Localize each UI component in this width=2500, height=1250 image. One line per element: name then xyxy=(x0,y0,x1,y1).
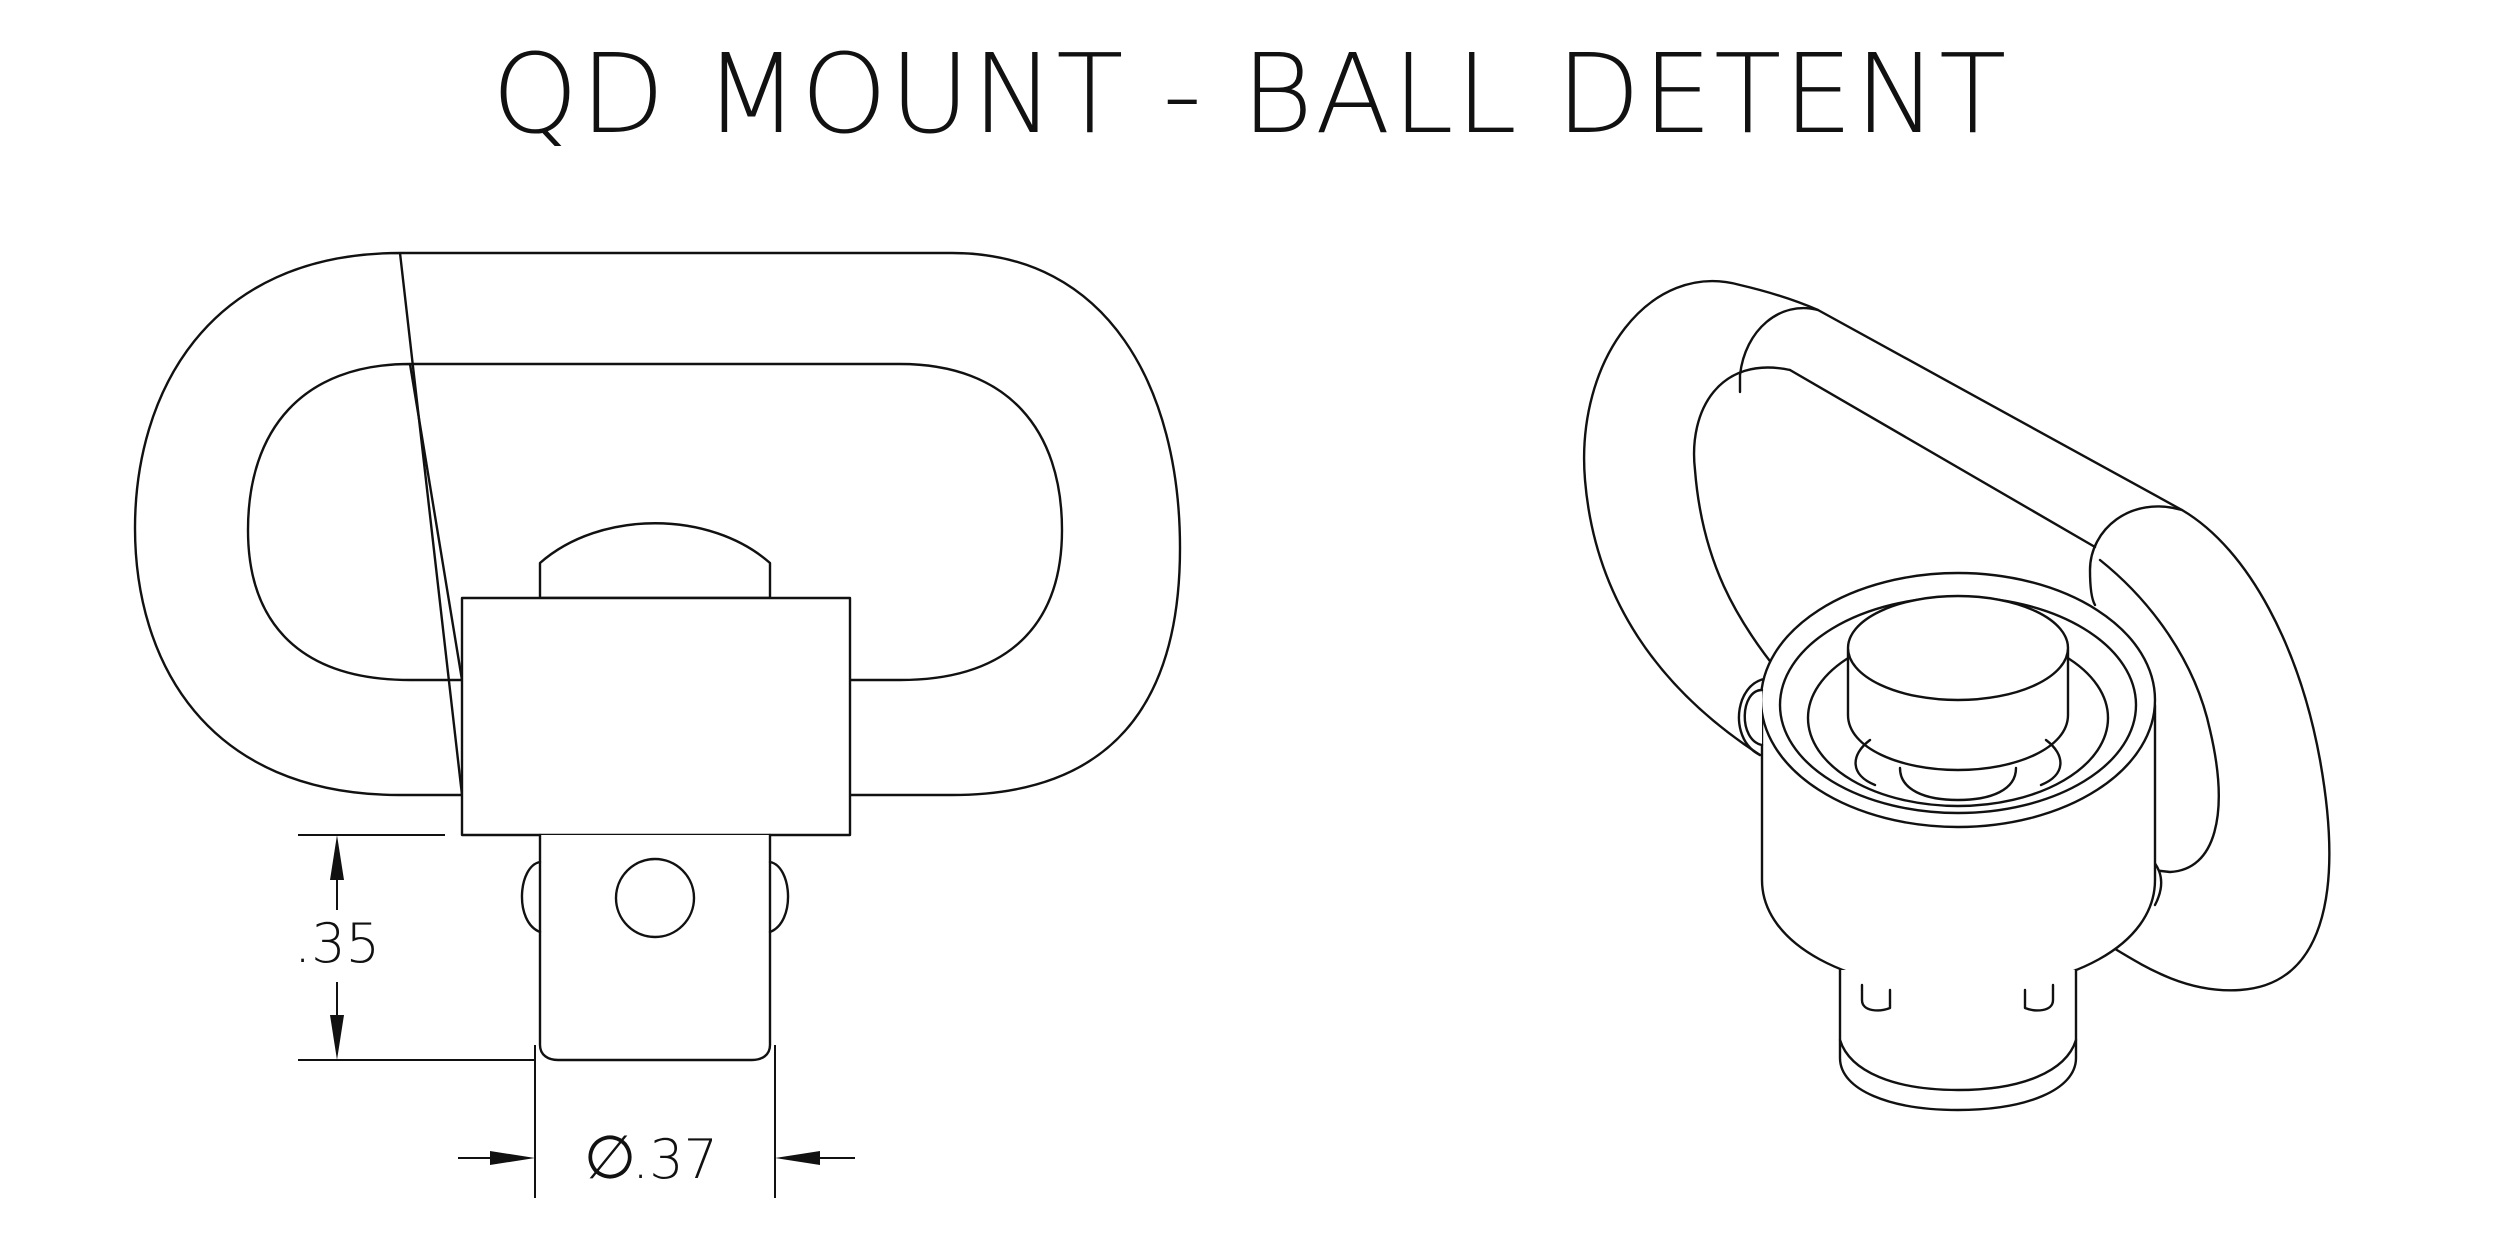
front-view: .35 ∅ .37 xyxy=(133,251,1182,1198)
height-dimension: .35 xyxy=(294,834,535,1061)
arrowhead-left xyxy=(775,1151,820,1165)
diameter-symbol: ∅ xyxy=(584,1123,636,1193)
iso-side-detent xyxy=(1743,688,1764,747)
arrowhead-up xyxy=(330,835,344,880)
mount-body xyxy=(460,596,852,837)
iso-stud-detent-left xyxy=(1860,983,1892,1012)
iso-loop-outer xyxy=(1582,279,2331,992)
detent-ball-left xyxy=(520,860,542,934)
sling-loop-outer xyxy=(133,251,1182,797)
iso-plunger-side-right xyxy=(2039,738,2062,787)
detent-ball-right xyxy=(768,860,790,934)
iso-plunger xyxy=(1898,766,2018,802)
isometric-view xyxy=(1582,279,2331,1112)
iso-loop-top-bar xyxy=(1788,368,2097,549)
release-button xyxy=(538,522,772,600)
iso-stud xyxy=(1838,968,2078,1112)
height-dimension-label: .35 xyxy=(294,912,380,975)
drawing-title: QD MOUNT - BALL DETENT xyxy=(491,30,2009,158)
iso-stud-detent-right xyxy=(2023,983,2055,1012)
iso-loop-cap-right xyxy=(2088,505,2184,607)
iso-release-button-top xyxy=(1846,594,2070,702)
iso-stud-base-ring xyxy=(1838,1038,2078,1092)
arrowhead-down xyxy=(330,1015,344,1060)
sling-loop-inner xyxy=(246,362,1064,682)
mount-stud xyxy=(538,833,772,1062)
iso-plunger-side-left xyxy=(1854,738,1877,787)
detent-ball-center xyxy=(614,857,696,939)
iso-loop-cap-top xyxy=(1738,307,1820,394)
iso-loop-inner xyxy=(1692,366,2220,874)
diameter-dimension-label: .37 xyxy=(632,1128,718,1191)
arrowhead-right xyxy=(490,1151,535,1165)
diameter-dimension: ∅ .37 xyxy=(458,1045,855,1198)
